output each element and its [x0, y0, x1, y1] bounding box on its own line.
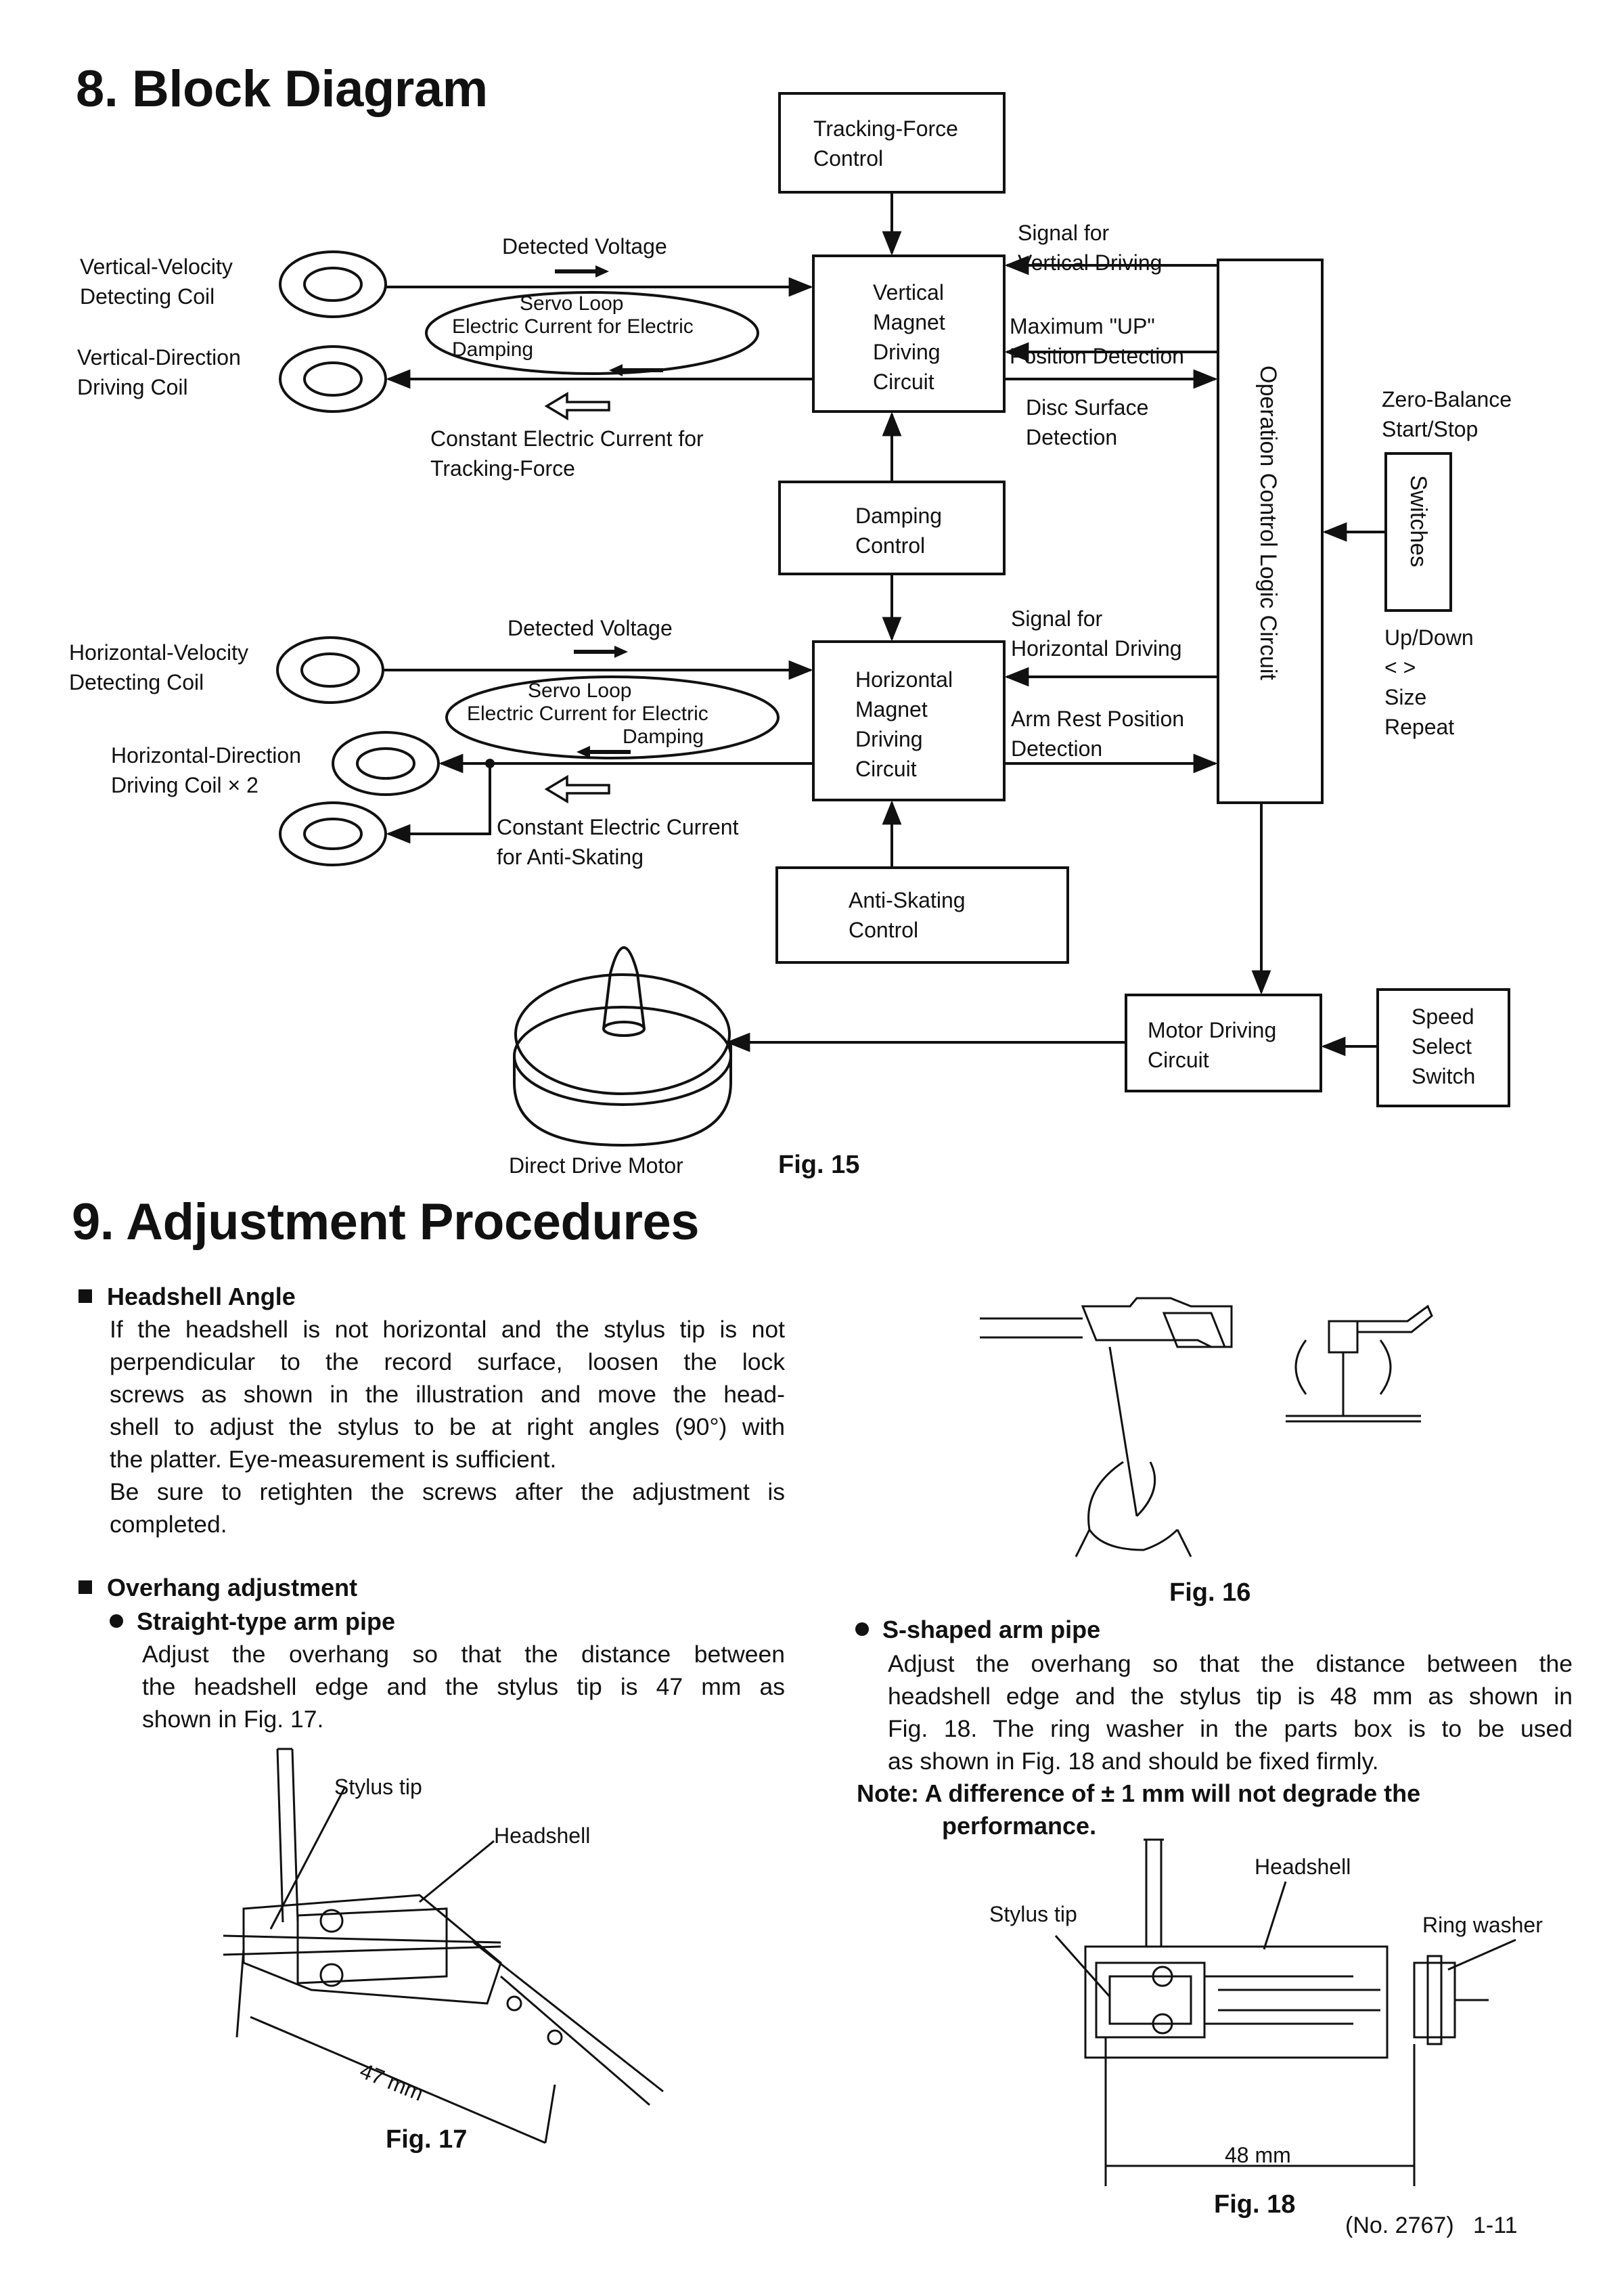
detected-voltage-top: Detected Voltage	[502, 234, 667, 259]
servo-loop-bottom: Servo Loop Electric Current for Electric…	[467, 680, 708, 748]
straight-paragraph: Adjust the overhang so that the distance…	[142, 1641, 785, 1733]
overhang-heading: Overhang adjustment	[78, 1572, 357, 1604]
max-up-label: Maximum "UP"Position Detection	[1010, 314, 1184, 368]
hd-coil1-inner	[356, 747, 415, 780]
hd-coil2-inner	[303, 818, 363, 850]
bullet-dot	[855, 1622, 869, 1637]
motor-label: Direct Drive Motor	[509, 1153, 683, 1178]
switches-label: Switches	[1405, 475, 1431, 568]
hd-coil2-outer	[279, 801, 387, 866]
operation-logic-label: Operation Control Logic Circuit	[1255, 365, 1281, 680]
page-footer: (No. 2767) 1-11	[1345, 2213, 1518, 2238]
anti-skating-box	[775, 866, 1069, 964]
fig17-stylus-label: Stylus tip	[334, 1775, 422, 1799]
fig18-stylus-label: Stylus tip	[989, 1902, 1077, 1926]
vd-coil-outer	[279, 345, 387, 413]
fig18-ring-label: Ring washer	[1422, 1913, 1543, 1937]
headshell-heading: Headshell Angle	[78, 1281, 296, 1313]
section-9-title: 9. Adjustment Procedures	[72, 1193, 699, 1251]
sshaped-heading: S-shaped arm pipe	[855, 1614, 1100, 1646]
horizontal-driving-box	[812, 640, 1006, 801]
fig-16-label: Fig. 16	[1169, 1578, 1251, 1607]
headshell-paragraph: If the headshell is not horizontal and t…	[110, 1316, 785, 1538]
section-8-title: 8. Block Diagram	[76, 60, 488, 118]
bullet-square	[78, 1580, 92, 1595]
straight-heading: Straight-type arm pipe	[110, 1605, 395, 1638]
bullet-square	[78, 1289, 92, 1304]
bullet-dot	[110, 1614, 123, 1628]
fig18-dimension: 48 mm	[1225, 2143, 1291, 2167]
fig-18-label: Fig. 18	[1214, 2190, 1296, 2219]
fig18-headshell-label: Headshell	[1255, 1855, 1351, 1879]
hv-coil-inner	[300, 652, 360, 688]
hd-coil1-outer	[332, 731, 440, 796]
sshaped-paragraph: Adjust the overhang so that the distance…	[888, 1650, 1573, 1775]
fig17-headshell-label: Headshell	[494, 1823, 591, 1848]
fig-17-label: Fig. 17	[386, 2125, 468, 2154]
vd-coil-inner	[303, 361, 363, 397]
operation-logic-box	[1217, 259, 1324, 804]
vv-coil-outer	[279, 250, 387, 318]
vv-coil-inner	[303, 267, 363, 302]
servo-loop-top: Servo Loop Electric Current for Electric…	[452, 292, 694, 361]
fig-15-label: Fig. 15	[778, 1151, 860, 1179]
note-line-1: Note: A difference of ± 1 mm will not de…	[857, 1779, 1421, 1807]
note-line-2: performance.	[942, 1812, 1097, 1840]
detected-voltage-bottom: Detected Voltage	[508, 616, 673, 640]
vertical-driving-box	[812, 254, 1006, 413]
